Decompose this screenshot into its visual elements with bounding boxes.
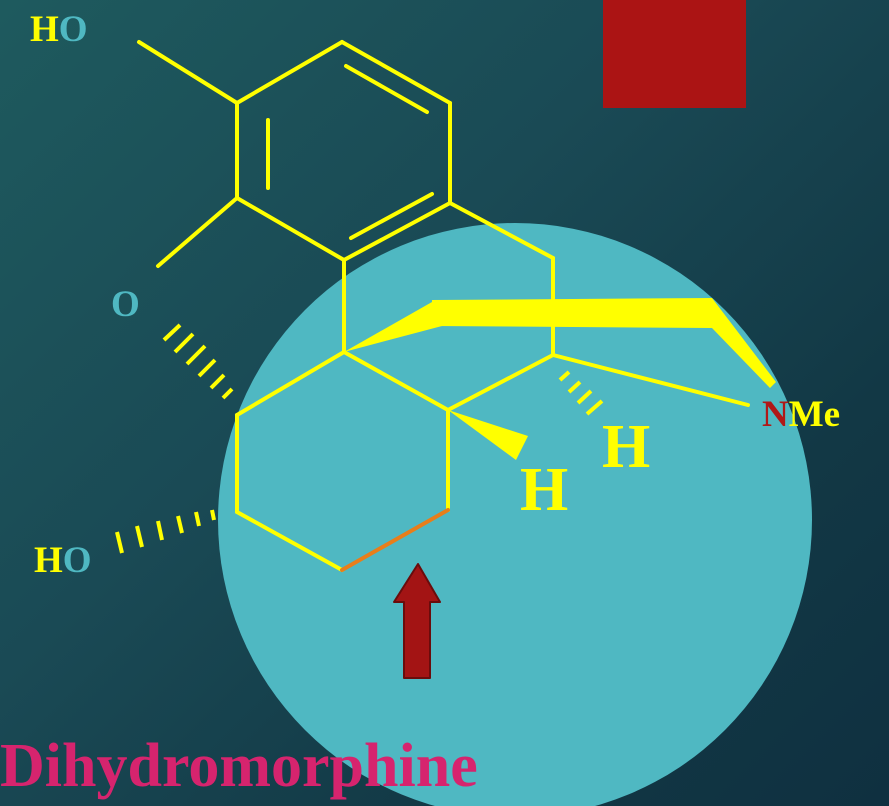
ho-top-o: O	[59, 9, 88, 50]
nme-label: NMe	[762, 394, 840, 435]
red-square-icon	[603, 0, 746, 108]
highlight-circle	[218, 223, 812, 806]
hashed-bonds	[115, 323, 604, 554]
up-arrow-icon	[393, 563, 441, 679]
nme-n: N	[762, 394, 789, 435]
bond-lines	[137, 40, 750, 572]
ho-bottom-h: H	[34, 540, 63, 581]
ho-top-label: HO	[30, 9, 88, 50]
hydrogen-center-label: H	[520, 456, 568, 524]
ho-top-h: H	[30, 9, 59, 50]
ho-bottom-label: HO	[34, 540, 92, 581]
hydrogen-right-label: H	[602, 413, 650, 481]
nme-me: Me	[789, 394, 840, 435]
highlighted-bond	[340, 508, 450, 572]
wedge-bonds	[344, 298, 776, 460]
ho-bottom-o: O	[63, 540, 92, 581]
bridge-oxygen-label: O	[111, 284, 140, 325]
molecule-name-caption: Dihydromorphine	[0, 732, 478, 800]
